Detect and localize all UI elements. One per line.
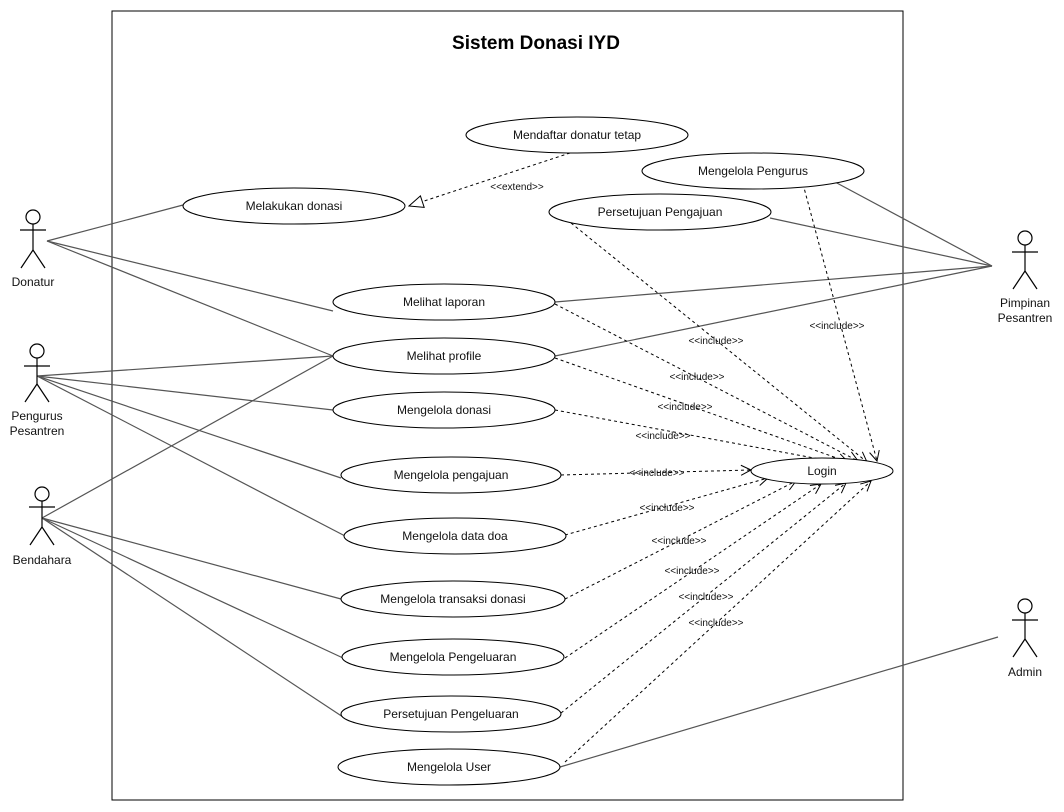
include-mengelola-donasi xyxy=(554,409,841,463)
actor-head xyxy=(1017,598,1033,614)
usecase-mengelola-pengeluaran[interactable]: Mengelola Pengeluaran xyxy=(341,638,565,676)
associations xyxy=(36,181,999,768)
assoc-donatur-melakukan-donasi xyxy=(46,204,184,242)
include-mengelola-transaksi xyxy=(564,481,796,600)
usecase-label: Mengelola Pengeluaran xyxy=(390,650,517,664)
assoc-bendahara-mengelola-transaksi xyxy=(41,517,342,600)
usecase-label: Melakukan donasi xyxy=(246,199,343,213)
actor-label-pengurus-line2: Pesantren xyxy=(10,424,65,438)
usecase-melakukan-donasi[interactable]: Melakukan donasi xyxy=(182,187,406,225)
include-melihat-laporan xyxy=(554,303,858,461)
usecase-mengelola-donasi[interactable]: Mengelola donasi xyxy=(332,391,556,429)
dependencies xyxy=(409,152,877,763)
usecase-label: Persetujuan Pengajuan xyxy=(598,205,723,219)
usecase-mengelola-pengajuan[interactable]: Mengelola pengajuan xyxy=(340,456,562,494)
extend-arrow xyxy=(409,152,571,206)
usecase-persetujuan-pengeluaran[interactable]: Persetujuan Pengeluaran xyxy=(340,695,562,733)
usecase-mendaftar-donatur-tetap[interactable]: Mendaftar donatur tetap xyxy=(465,116,689,154)
include-label-profile: <<include>> xyxy=(657,402,712,413)
usecase-label: Mengelola pengajuan xyxy=(394,468,509,482)
usecase-mengelola-pengurus[interactable]: Mengelola Pengurus xyxy=(641,152,865,190)
extend-label: <<extend>> xyxy=(490,182,544,193)
usecase-label: Mengelola Pengurus xyxy=(698,164,808,178)
include-label-pengeluaran: <<include>> xyxy=(664,566,719,577)
assoc-donatur-melihat-laporan xyxy=(46,240,334,312)
assoc-pengurus-mengelola-donasi xyxy=(36,375,334,411)
usecase-persetujuan-pengajuan[interactable]: Persetujuan Pengajuan xyxy=(548,193,772,231)
actor-label-donatur: Donatur xyxy=(12,275,55,289)
assoc-pengurus-mengelola-data-doa xyxy=(36,375,348,538)
usecase-mengelola-transaksi-donasi[interactable]: Mengelola transaksi donasi xyxy=(340,580,566,618)
actor-label-pengurus-line1: Pengurus xyxy=(11,409,62,423)
include-label-donasi: <<include>> xyxy=(635,431,690,442)
assoc-admin-mengelola-user xyxy=(559,636,999,768)
include-persetujuan-pengeluaran xyxy=(560,483,846,714)
usecase-label: Mengelola data doa xyxy=(402,529,508,543)
include-mengelola-pengajuan xyxy=(560,470,751,475)
include-label-pengajuan: <<include>> xyxy=(688,336,743,347)
usecase-label: Login xyxy=(807,464,836,478)
include-mengelola-data-doa xyxy=(564,478,768,536)
actor-head xyxy=(25,209,41,225)
usecase-label: Melihat profile xyxy=(407,349,482,363)
include-label-pengurus: <<include>> xyxy=(809,321,864,332)
usecase-label: Melihat laporan xyxy=(403,295,485,309)
dependency-labels: <<extend>> <<include>> <<include>> <<inc… xyxy=(490,182,864,629)
include-melihat-profile xyxy=(554,357,848,462)
assoc-pimpinan-mengelola-pengurus xyxy=(834,181,993,267)
assoc-pimpinan-melihat-profile xyxy=(554,265,993,357)
usecase-melihat-laporan[interactable]: Melihat laporan xyxy=(332,283,556,321)
usecase-mengelola-data-doa[interactable]: Mengelola data doa xyxy=(343,517,567,555)
actor-head xyxy=(34,486,50,502)
system-title: Sistem Donasi IYD xyxy=(452,33,620,54)
usecase-label: Persetujuan Pengeluaran xyxy=(383,707,518,721)
usecase-label: Mengelola donasi xyxy=(397,403,491,417)
actor-admin[interactable] xyxy=(1012,598,1038,658)
assoc-pengurus-mengelola-pengajuan xyxy=(36,375,342,479)
assoc-bendahara-persetujuan-pengeluaran xyxy=(41,517,344,718)
include-label-user: <<include>> xyxy=(688,618,743,629)
usecase-label: Mengelola transaksi donasi xyxy=(380,592,525,606)
assoc-bendahara-melihat-profile xyxy=(41,355,334,519)
include-label-doa: <<include>> xyxy=(639,503,694,514)
assoc-donatur-melihat-profile xyxy=(46,240,334,357)
actor-bendahara[interactable] xyxy=(29,486,55,546)
actor-head xyxy=(29,343,45,359)
actor-donatur[interactable] xyxy=(20,209,46,269)
assoc-pimpinan-melihat-laporan xyxy=(554,265,993,303)
assoc-pimpinan-persetujuan-pengajuan xyxy=(769,217,993,267)
include-label-laporan: <<include>> xyxy=(669,372,724,383)
include-label-persetujuan-pengeluaran: <<include>> xyxy=(678,592,733,603)
actor-label-admin: Admin xyxy=(1008,665,1042,679)
actor-pimpinan-pesantren[interactable] xyxy=(1012,230,1038,290)
actor-head xyxy=(1017,230,1033,246)
actor-label-pimpinan-line1: Pimpinan xyxy=(1000,296,1050,310)
usecase-mengelola-user[interactable]: Mengelola User xyxy=(337,748,561,786)
include-label-transaksi: <<include>> xyxy=(651,536,706,547)
usecase-login[interactable]: Login xyxy=(750,457,894,485)
actor-pengurus-pesantren[interactable] xyxy=(24,343,50,403)
actor-label-bendahara: Bendahara xyxy=(13,553,72,567)
include-label-pengajuan-kelola: <<include>> xyxy=(629,468,684,479)
assoc-bendahara-mengelola-pengeluaran xyxy=(41,517,344,659)
usecase-melihat-profile[interactable]: Melihat profile xyxy=(332,337,556,375)
usecase-label: Mengelola User xyxy=(407,760,491,774)
assoc-pengurus-melihat-profile xyxy=(36,355,334,377)
usecase-label: Mendaftar donatur tetap xyxy=(513,128,641,142)
actor-label-pimpinan-line2: Pesantren xyxy=(998,311,1053,325)
